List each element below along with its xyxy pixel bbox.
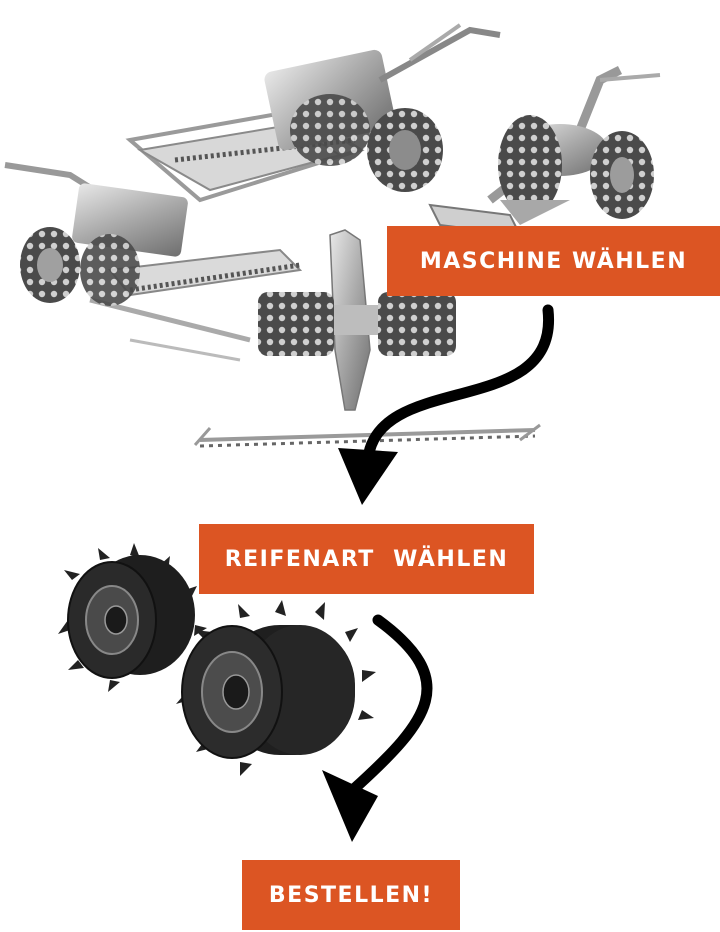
- motor-mower-icon: [428, 65, 661, 237]
- spiked-double-tire-icon: [176, 600, 376, 776]
- curved-arrow-down-icon: [322, 614, 433, 842]
- curved-arrow-down-icon: [338, 304, 554, 505]
- step-select-tire: REIFENART WÄHLEN: [199, 524, 534, 594]
- motor-mower-icon: [193, 229, 541, 448]
- motor-mower-icon: [4, 162, 303, 362]
- step-order: BESTELLEN!: [242, 860, 460, 930]
- step-select-machine: MASCHINE WÄHLEN: [387, 226, 720, 296]
- motor-mower-icon: [125, 23, 501, 203]
- spiked-tire-icon: [58, 543, 207, 692]
